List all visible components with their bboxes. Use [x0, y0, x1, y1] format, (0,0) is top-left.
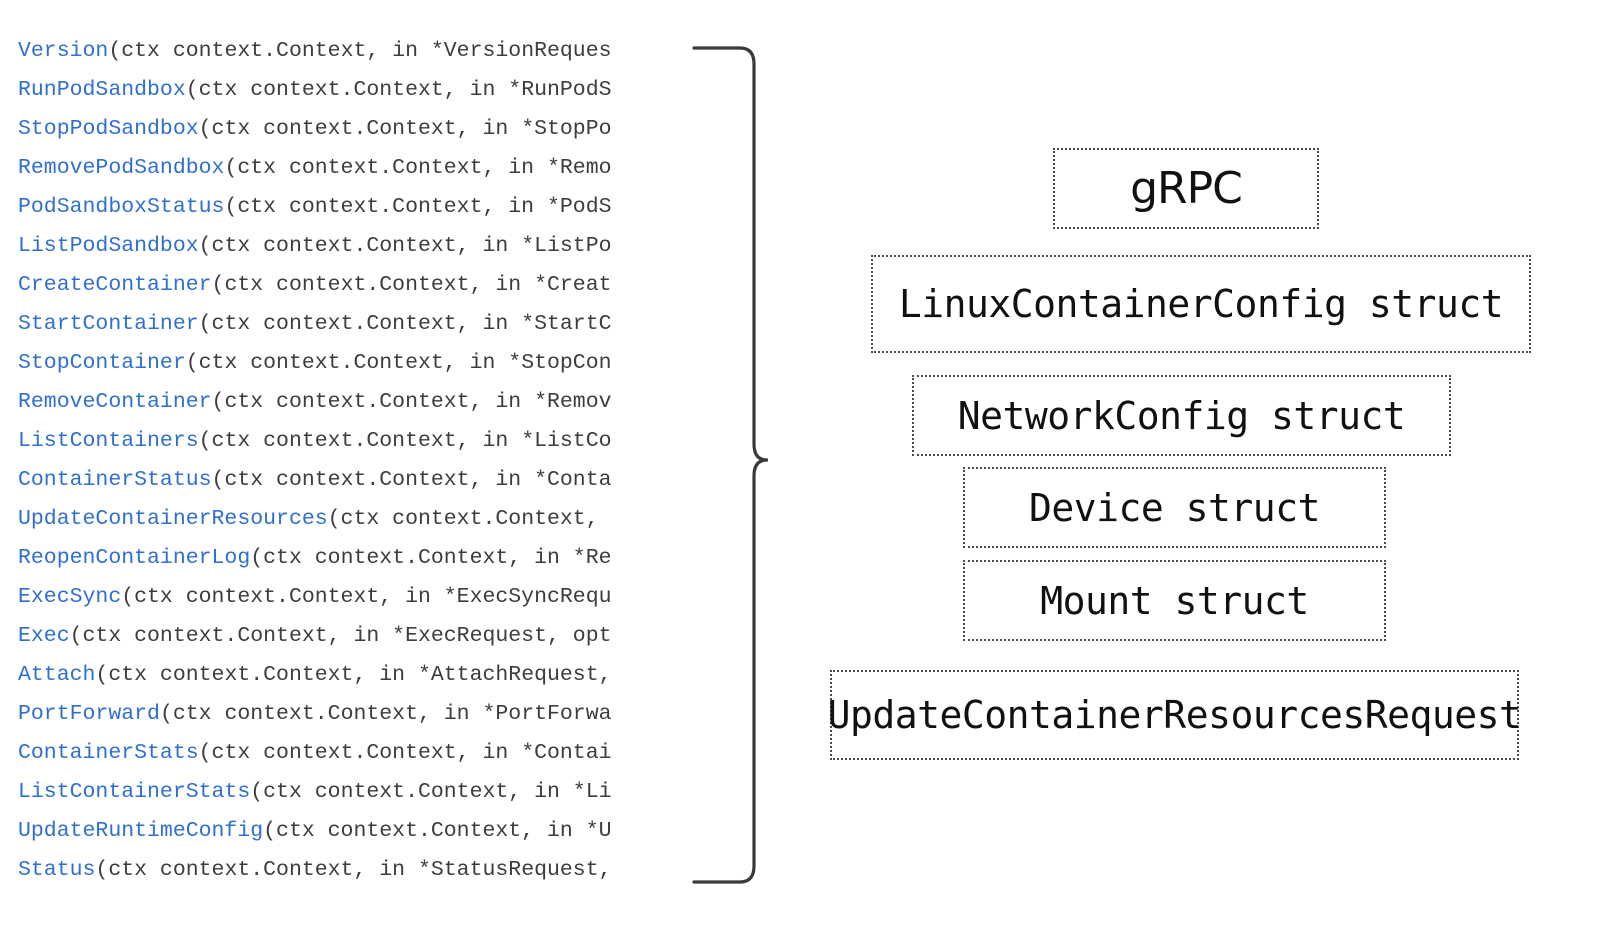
method-line: RunPodSandbox(ctx context.Context, in *R… — [18, 71, 666, 110]
method-name: Status — [18, 858, 96, 882]
method-signature: (ctx context.Context, in *ExecRequest, o… — [69, 624, 612, 648]
method-signature: (ctx context.Context, in *ListCo — [198, 429, 612, 453]
method-name: ListPodSandbox — [18, 234, 199, 258]
method-signature: (ctx context.Context, in *StopPo — [198, 117, 612, 141]
method-name: PortForward — [18, 702, 160, 726]
method-signature: (ctx context.Context, in *StartC — [198, 312, 612, 336]
method-signature: (ctx context.Context, in *ExecSyncRequ — [121, 585, 612, 609]
method-name: ContainerStatus — [18, 468, 212, 492]
box-device-label: Device struct — [1029, 485, 1320, 530]
method-name: ExecSync — [18, 585, 122, 609]
method-signature-list: Version(ctx context.Context, in *Version… — [18, 32, 666, 892]
box-network-config-label: NetworkConfig struct — [957, 393, 1406, 438]
method-line: ContainerStatus(ctx context.Context, in … — [18, 461, 666, 500]
method-name: RemoveContainer — [18, 390, 212, 414]
method-name: Exec — [18, 624, 70, 648]
method-line: UpdateRuntimeConfig(ctx context.Context,… — [18, 812, 666, 851]
method-line: StopPodSandbox(ctx context.Context, in *… — [18, 110, 666, 149]
box-linux-container-config-label: LinuxContainerConfig struct — [898, 282, 1504, 326]
method-name: UpdateContainerResources — [18, 507, 328, 531]
box-update-container-resources-request: UpdateContainerResourcesRequest — [827, 670, 1522, 760]
method-line: ListPodSandbox(ctx context.Context, in *… — [18, 227, 666, 266]
method-name: RunPodSandbox — [18, 78, 186, 102]
method-line: StartContainer(ctx context.Context, in *… — [18, 305, 666, 344]
method-signature: (ctx context.Context, — [327, 507, 612, 531]
method-signature: (ctx context.Context, in *PodS — [224, 195, 612, 219]
method-signature: (ctx context.Context, in *StatusRequest, — [95, 858, 612, 882]
method-name: ReopenContainerLog — [18, 546, 251, 570]
method-signature: (ctx context.Context, in *RunPodS — [185, 78, 612, 102]
method-line: UpdateContainerResources(ctx context.Con… — [18, 500, 666, 539]
method-signature: (ctx context.Context, in *Re — [250, 546, 612, 570]
method-signature: (ctx context.Context, in *PortForwa — [159, 702, 612, 726]
method-name: PodSandboxStatus — [18, 195, 225, 219]
method-line: Exec(ctx context.Context, in *ExecReques… — [18, 617, 666, 656]
box-network-config: NetworkConfig struct — [912, 375, 1451, 456]
method-name: RemovePodSandbox — [18, 156, 225, 180]
method-name: CreateContainer — [18, 273, 212, 297]
method-line: ListContainerStats(ctx context.Context, … — [18, 773, 666, 812]
method-line: Status(ctx context.Context, in *StatusRe… — [18, 851, 666, 890]
box-mount: Mount struct — [963, 560, 1386, 641]
method-signature: (ctx context.Context, in *Li — [250, 780, 612, 804]
method-line: CreateContainer(ctx context.Context, in … — [18, 266, 666, 305]
method-name: StartContainer — [18, 312, 199, 336]
method-signature: (ctx context.Context, in *Remo — [224, 156, 612, 180]
box-device: Device struct — [963, 467, 1386, 548]
method-name: Attach — [18, 663, 96, 687]
box-mount-label: Mount struct — [1040, 578, 1309, 623]
method-signature: (ctx context.Context, in *U — [263, 819, 612, 843]
method-signature: (ctx context.Context, in *VersionReques — [108, 39, 612, 63]
box-linux-container-config: LinuxContainerConfig struct — [871, 255, 1531, 353]
method-signature: (ctx context.Context, in *Remov — [211, 390, 612, 414]
box-grpc-label: gRPC — [1130, 163, 1243, 214]
method-signature: (ctx context.Context, in *AttachRequest, — [95, 663, 612, 687]
grouping-brace — [688, 40, 769, 900]
method-line: PodSandboxStatus(ctx context.Context, in… — [18, 188, 666, 227]
method-name: StopPodSandbox — [18, 117, 199, 141]
method-line: Attach(ctx context.Context, in *AttachRe… — [18, 656, 666, 695]
method-name: StopContainer — [18, 351, 186, 375]
method-signature: (ctx context.Context, in *Conta — [211, 468, 612, 492]
method-line: ExecSync(ctx context.Context, in *ExecSy… — [18, 578, 666, 617]
method-signature: (ctx context.Context, in *Contai — [198, 741, 612, 765]
method-line: RemovePodSandbox(ctx context.Context, in… — [18, 149, 666, 188]
box-update-container-resources-request-label: UpdateContainerResourcesRequest — [827, 693, 1522, 737]
method-line: Version(ctx context.Context, in *Version… — [18, 32, 666, 71]
method-line: ReopenContainerLog(ctx context.Context, … — [18, 539, 666, 578]
method-signature: (ctx context.Context, in *StopCon — [185, 351, 612, 375]
method-line: PortForward(ctx context.Context, in *Por… — [18, 695, 666, 734]
method-name: UpdateRuntimeConfig — [18, 819, 264, 843]
method-line: ListContainers(ctx context.Context, in *… — [18, 422, 666, 461]
method-name: ContainerStats — [18, 741, 199, 765]
method-line: StopContainer(ctx context.Context, in *S… — [18, 344, 666, 383]
method-name: ListContainerStats — [18, 780, 251, 804]
method-name: ListContainers — [18, 429, 199, 453]
box-grpc: gRPC — [1053, 148, 1319, 229]
method-signature: (ctx context.Context, in *ListPo — [198, 234, 612, 258]
method-line: RemoveContainer(ctx context.Context, in … — [18, 383, 666, 422]
method-line: ContainerStats(ctx context.Context, in *… — [18, 734, 666, 773]
method-name: Version — [18, 39, 109, 63]
method-signature: (ctx context.Context, in *Creat — [211, 273, 612, 297]
